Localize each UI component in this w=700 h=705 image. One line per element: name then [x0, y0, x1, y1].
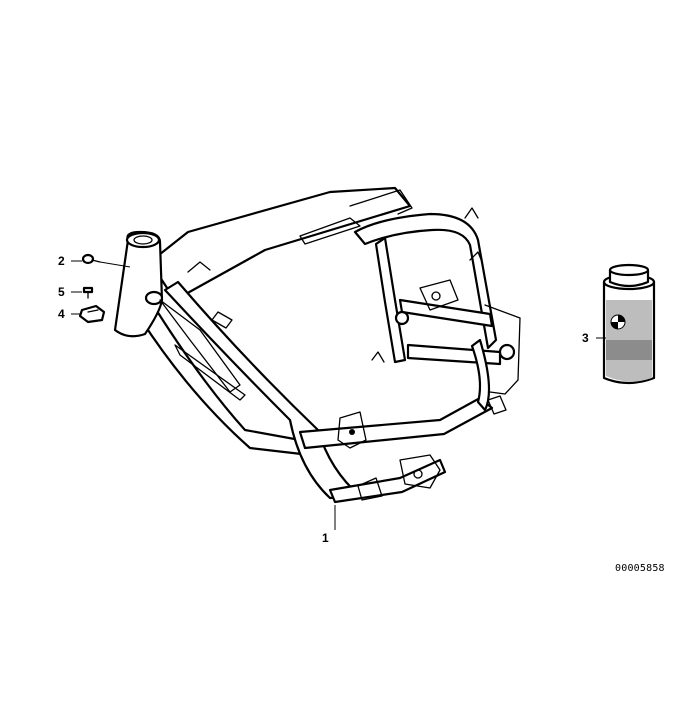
screw-head — [81, 253, 95, 265]
callout-4: 4 — [58, 307, 65, 321]
callout-3: 3 — [582, 331, 589, 345]
frame-down-tube-front — [138, 298, 312, 457]
frame-top-loop — [353, 212, 498, 350]
frame-rear-plate — [349, 189, 413, 215]
frame-rear-right-plate — [484, 304, 521, 395]
motorcycle-frame — [113, 186, 521, 504]
callout-1: 1 — [322, 531, 329, 545]
frame-bottom-rail — [328, 458, 447, 504]
steering-head-bore — [133, 235, 153, 245]
clip-slot — [87, 309, 99, 313]
frame-rear-lower-upright — [470, 338, 491, 412]
can-cap-top — [608, 263, 650, 277]
leader-2-extension — [99, 261, 131, 268]
steering-head-top — [125, 231, 161, 249]
frame-small-tab — [211, 311, 233, 329]
roundel-quadrant-b — [611, 322, 618, 329]
callout-5: 5 — [58, 285, 65, 299]
spray-can — [602, 263, 656, 385]
part-2-screw — [81, 253, 101, 265]
mount-hole — [349, 429, 355, 435]
frame-bottom-tab — [357, 477, 383, 501]
engine-mount-tab-bottom — [399, 454, 441, 489]
callout-2: 2 — [58, 254, 65, 268]
top-tab-right — [464, 207, 479, 219]
rear-mount-hole — [431, 291, 441, 301]
frame-cross-tube-upper — [398, 298, 494, 328]
steering-head-boss — [144, 290, 164, 306]
screw-shank — [91, 259, 101, 263]
rear-lower-tab — [487, 395, 507, 415]
frame-head-tab — [187, 261, 211, 273]
mount-hole-bottom — [413, 469, 423, 479]
swingarm-pivot-left — [394, 310, 410, 326]
can-label-stripe — [606, 340, 652, 360]
frame-top-rail-left — [148, 186, 412, 302]
diagram-reference-number: 00005858 — [615, 563, 665, 574]
roundel-quadrant-a — [618, 315, 625, 322]
frame-rear-strut — [374, 236, 407, 364]
engine-mount-tab-center — [337, 411, 367, 449]
frame-gusset-lower — [174, 344, 246, 401]
frame-bottom-cradle — [298, 396, 494, 450]
side-tab-right — [469, 251, 483, 263]
frame-top-bracket — [299, 217, 361, 245]
side-tab-left — [371, 351, 385, 363]
bolt-head — [82, 286, 94, 294]
rear-mount-bracket — [419, 279, 459, 311]
part-5-bolt — [82, 286, 94, 299]
swingarm-pivot-right — [498, 343, 516, 361]
clip-body — [78, 304, 106, 324]
leader-lines — [71, 260, 606, 530]
part-4-clip — [78, 304, 106, 324]
